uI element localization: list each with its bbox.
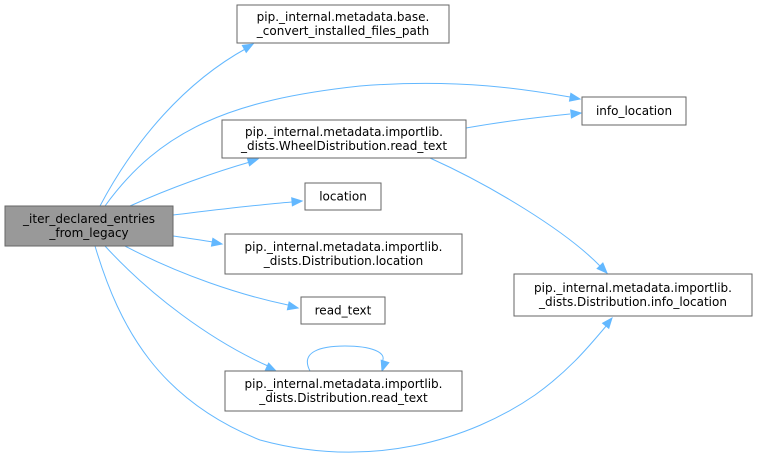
- arrowhead-icon: [291, 197, 304, 207]
- node-label-line: _dists.WheelDistribution.read_text: [240, 139, 447, 153]
- node-label-line: pip._internal.metadata.importlib.: [245, 377, 443, 391]
- arrowhead-icon: [596, 262, 608, 274]
- node-label-line: pip._internal.metadata.importlib.: [534, 281, 732, 295]
- arrowhead-icon: [568, 92, 582, 102]
- node-label-line: _iter_declared_entries: [22, 212, 155, 226]
- node-convert[interactable]: pip._internal.metadata.base._convert_ins…: [236, 4, 450, 44]
- node-box: [300, 296, 386, 325]
- edge-root-to-dist_read_text: [104, 245, 278, 372]
- node-box: [581, 96, 687, 126]
- node-label-line: read_text: [315, 304, 372, 318]
- node-info-location[interactable]: info_location: [581, 96, 687, 126]
- edge-line: [172, 235, 214, 243]
- node-label-line: pip._internal.metadata.importlib.: [245, 240, 443, 254]
- edge-root-to-convert: [99, 43, 255, 207]
- node-box: [513, 273, 753, 317]
- edge-root-to-read_text: [124, 245, 300, 311]
- edge-line: [124, 245, 289, 306]
- node-label-line: pip._internal.metadata.base.: [257, 10, 430, 24]
- node-read-text[interactable]: read_text: [300, 296, 386, 325]
- node-box: [221, 119, 467, 159]
- arrowhead-icon: [570, 109, 583, 119]
- node-location[interactable]: location: [304, 182, 382, 211]
- edge-root-to-wheel_read_text: [129, 157, 260, 207]
- arrowhead-icon: [601, 316, 613, 330]
- edge-root-to-info_location: [104, 82, 582, 207]
- arrowhead-icon: [264, 362, 278, 372]
- node-dist-location[interactable]: pip._internal.metadata.importlib._dists.…: [224, 233, 463, 275]
- node-label-line: _dists.Distribution.read_text: [258, 391, 428, 405]
- edge-line: [99, 47, 248, 207]
- node-label-line: _dists.Distribution.location: [263, 254, 423, 268]
- edge-wheel_read_text-to-dist_info_location: [429, 157, 608, 274]
- node-box: [224, 370, 463, 412]
- edge-line: [307, 345, 384, 372]
- arrowhead-icon: [210, 237, 224, 247]
- edge-root-to-dist_location: [172, 235, 224, 247]
- edge-line: [129, 161, 251, 207]
- node-wheel-read-text[interactable]: pip._internal.metadata.importlib._dists.…: [221, 119, 467, 159]
- node-box: [304, 182, 382, 211]
- node-box: [236, 4, 450, 44]
- edge-dist_read_text-to-dist_read_text: [307, 345, 390, 373]
- edge-root-to-location: [172, 197, 304, 216]
- arrowhead-icon: [380, 359, 390, 373]
- edge-wheel_read_text-to-info_location: [465, 109, 583, 129]
- arrowhead-icon: [286, 301, 300, 311]
- node-dist-info-location[interactable]: pip._internal.metadata.importlib._dists.…: [513, 273, 753, 317]
- node-box: [4, 205, 174, 247]
- node-label-line: pip._internal.metadata.importlib.: [245, 125, 443, 139]
- node-dist-read-text[interactable]: pip._internal.metadata.importlib._dists.…: [224, 370, 463, 412]
- node-label-line: location: [319, 190, 367, 204]
- edge-line: [104, 82, 571, 207]
- edge-line: [172, 201, 293, 216]
- node-label-line: _dists.Distribution.info_location: [538, 295, 727, 309]
- node-label-line: _convert_installed_files_path: [256, 24, 429, 38]
- node-label-line: _from_legacy: [48, 226, 128, 240]
- edge-root-to-dist_info_location: [94, 245, 613, 453]
- node-label-line: info_location: [596, 104, 672, 118]
- node-box: [224, 233, 463, 275]
- node-root: _iter_declared_entries_from_legacy: [4, 205, 174, 247]
- edge-line: [104, 245, 269, 367]
- arrowhead-icon: [246, 157, 260, 167]
- edge-line: [94, 245, 608, 453]
- edge-line: [465, 113, 571, 129]
- edge-line: [429, 157, 601, 267]
- arrowhead-icon: [241, 43, 255, 54]
